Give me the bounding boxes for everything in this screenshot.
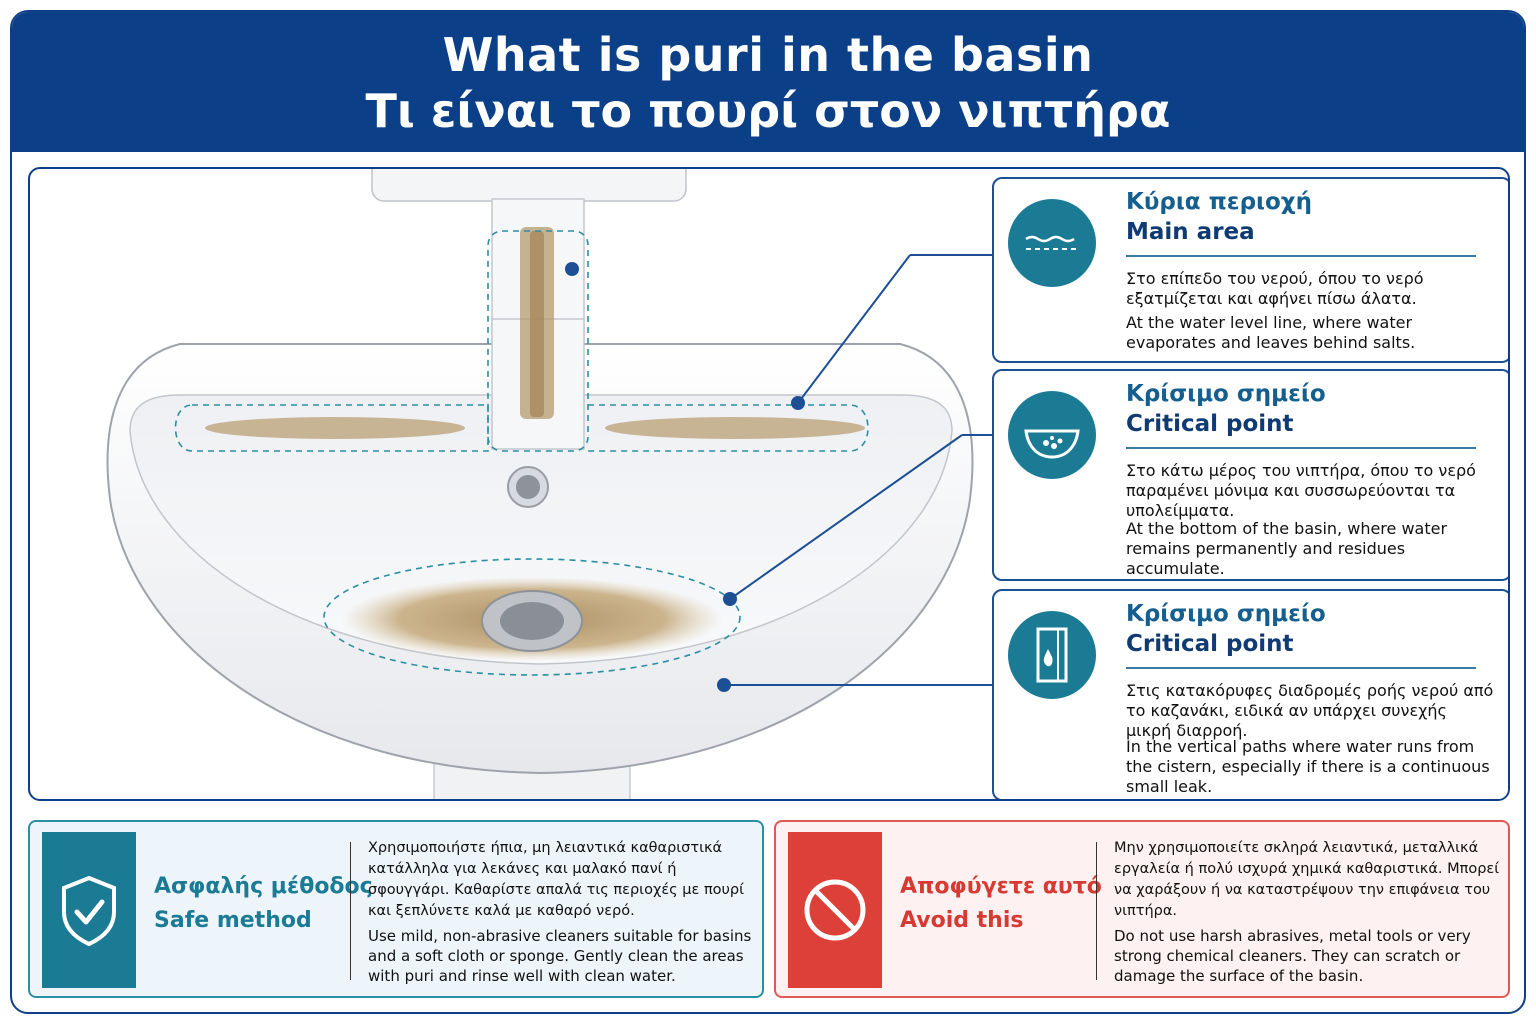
- water-line-dashed-outline: [174, 404, 869, 452]
- marker-main-area: [791, 396, 805, 410]
- prohibited-icon: [788, 832, 882, 988]
- infographic-frame: What is puri in the basin Τι είναι το πο…: [10, 10, 1526, 1014]
- callout-body-greek: Στο επίπεδο του νερού, όπου το νερό εξατ…: [1126, 269, 1424, 308]
- divider: [350, 842, 351, 980]
- divider: [1126, 667, 1476, 669]
- shield-check-icon: [42, 832, 136, 988]
- diagram-panel: Κύρια περιοχή Main area Στο επίπεδο του …: [28, 167, 1510, 801]
- callout-body-greek: Στις κατακόρυφες διαδρομές ροής νερού απ…: [1126, 681, 1494, 740]
- avoid-box: Αποφύγετε αυτό Avoid this Μην χρησιμοποι…: [774, 820, 1510, 998]
- pipe-dashed-outline: [487, 230, 589, 452]
- marker-vertical-basin: [717, 678, 731, 692]
- callout-body-english: At the water level line, where water eva…: [1126, 313, 1416, 352]
- title-greek: Τι είναι το πουρί στον νιπτήρα: [365, 84, 1171, 138]
- divider: [1096, 842, 1097, 980]
- water-line-stain-left: [205, 417, 465, 439]
- safe-label-greek: Ασφαλής μέθοδος: [154, 874, 373, 899]
- callout-title-greek: Κρίσιμο σημείο: [1126, 601, 1326, 627]
- callout-title-english: Critical point: [1126, 631, 1294, 657]
- callout-title-english: Critical point: [1126, 411, 1294, 437]
- callout-title-greek: Κρίσιμο σημείο: [1126, 381, 1326, 407]
- callout-body-english: In the vertical paths where water runs f…: [1126, 737, 1490, 796]
- callout-title-english: Main area: [1126, 219, 1255, 245]
- avoid-label-greek: Αποφύγετε αυτό: [900, 874, 1102, 899]
- avoid-label-english: Avoid this: [900, 908, 1024, 933]
- marker-bottom: [723, 592, 737, 606]
- callout-main-area: Κύρια περιοχή Main area Στο επίπεδο του …: [992, 177, 1508, 363]
- basin-residue-icon: [1008, 391, 1096, 479]
- avoid-text-english: Do not use harsh abrasives, metal tools …: [1114, 927, 1471, 985]
- basin-bowl: [129, 394, 953, 665]
- water-line-stain-right: [605, 417, 865, 439]
- callout-body-english: At the bottom of the basin, where water …: [1126, 519, 1448, 578]
- callout-critical-bottom: Κρίσιμο σημείο Critical point Στο κάτω μ…: [992, 369, 1508, 581]
- bottom-dashed-outline: [323, 558, 741, 676]
- marker-vertical-pipe: [565, 262, 579, 276]
- safe-label-english: Safe method: [154, 908, 312, 933]
- water-drop-path-icon: [1008, 611, 1096, 699]
- safe-text-greek: Χρησιμοποιήστε ήπια, μη λειαντικά καθαρι…: [368, 840, 745, 919]
- avoid-text-greek: Μην χρησιμοποιείτε σκληρά λειαντικά, μετ…: [1114, 840, 1500, 919]
- divider: [1126, 447, 1476, 449]
- water-level-icon: [1008, 199, 1096, 287]
- callout-critical-vertical: Κρίσιμο σημείο Critical point Στις κατακ…: [992, 589, 1508, 799]
- callout-body-greek: Στο κάτω μέρος του νιπτήρα, όπου το νερό…: [1126, 461, 1476, 520]
- leader-main-area: [797, 254, 911, 404]
- sink-illustration: [106, 169, 992, 799]
- safe-method-box: Ασφαλής μέθοδος Safe method Χρησιμοποιήσ…: [28, 820, 764, 998]
- title-english: What is puri in the basin: [442, 28, 1094, 82]
- header-banner: What is puri in the basin Τι είναι το πο…: [12, 12, 1524, 152]
- divider: [1126, 255, 1476, 257]
- callout-title-greek: Κύρια περιοχή: [1126, 189, 1313, 215]
- safe-text-english: Use mild, non-abrasive cleaners suitable…: [368, 927, 752, 985]
- cistern: [371, 169, 687, 202]
- leader-bottom: [729, 434, 963, 600]
